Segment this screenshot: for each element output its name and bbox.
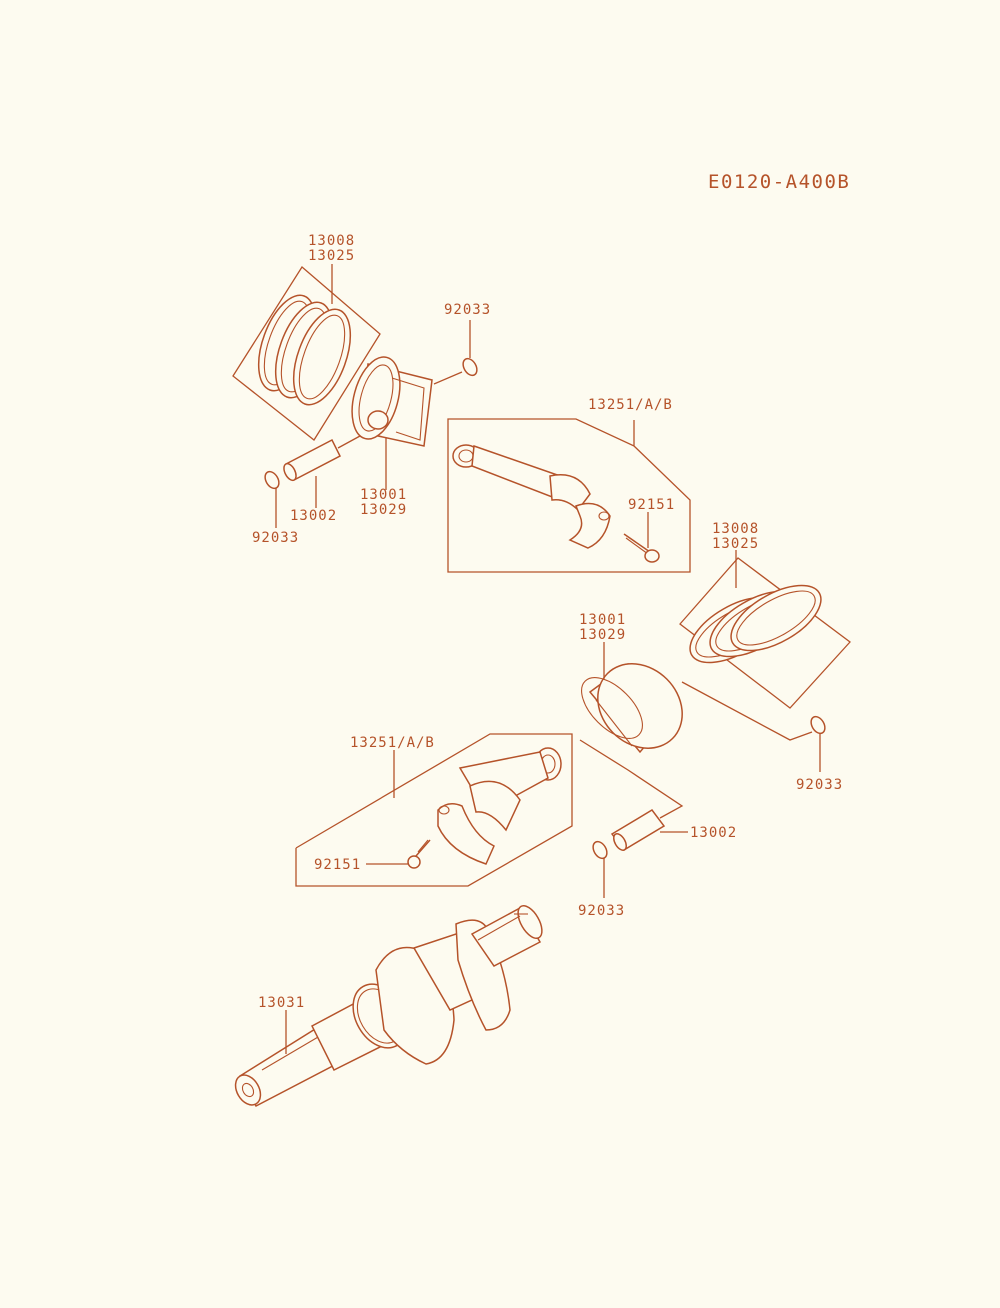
callout-crankshaft: 13031 [258, 995, 305, 1011]
piston-1[interactable] [344, 352, 433, 447]
callout-piston-2-b: 13029 [579, 627, 626, 643]
conrod-bolt-2[interactable] [407, 839, 431, 869]
piston-pin-1[interactable] [281, 438, 342, 482]
circlip-right[interactable] [808, 714, 827, 736]
callout-conrod-1: 13251/A/B [588, 397, 673, 413]
callout-circlip-bottom: 92033 [578, 903, 625, 919]
connecting-rod-1[interactable] [452, 444, 611, 549]
callout-ring-set-2-b: 13025 [712, 536, 759, 552]
callout-circlip-top: 92033 [444, 302, 491, 318]
piston-ring-set-1[interactable] [232, 266, 381, 441]
callout-ring-set-1-a: 13008 [308, 233, 355, 249]
callout-bolt-2: 92151 [314, 857, 361, 873]
piston-pin-2[interactable] [610, 809, 666, 852]
piston-ring-set-2[interactable] [679, 557, 851, 709]
piston-2[interactable] [571, 647, 699, 766]
callout-pin-1: 13002 [290, 508, 337, 524]
connecting-rod-2[interactable] [437, 747, 562, 865]
callout-circlip-right: 92033 [796, 777, 843, 793]
crankshaft[interactable] [230, 902, 546, 1109]
callout-piston-1-b: 13029 [360, 502, 407, 518]
callout-pin-2: 13002 [690, 825, 737, 841]
callout-conrod-2: 13251/A/B [350, 735, 435, 751]
callout-piston-2-a: 13001 [579, 612, 626, 628]
circlip-bottom[interactable] [590, 839, 609, 861]
callout-circlip-left: 92033 [252, 530, 299, 546]
diagram-code: E0120-A400B [708, 171, 850, 193]
conrod-bolt-1[interactable] [623, 533, 660, 563]
callout-ring-set-1-b: 13025 [308, 248, 355, 264]
callout-bolt-1: 92151 [628, 497, 675, 513]
callout-ring-set-2-a: 13008 [712, 521, 759, 537]
callout-piston-1-a: 13001 [360, 487, 407, 503]
circlip-top[interactable] [460, 356, 479, 378]
circlip-left[interactable] [262, 469, 281, 491]
